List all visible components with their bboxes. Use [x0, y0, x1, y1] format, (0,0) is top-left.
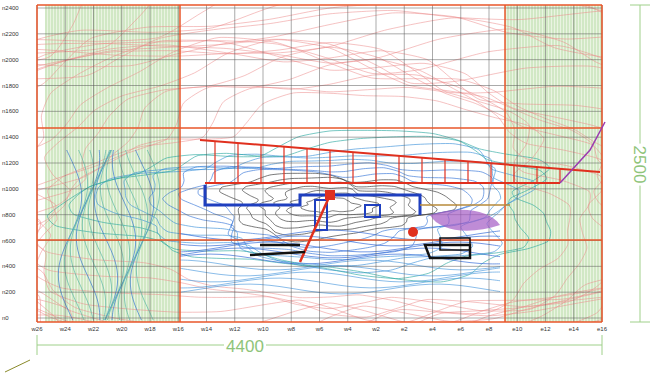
axis-label: w2 [372, 326, 380, 332]
axis-label: e8 [486, 326, 493, 332]
axis-label: e4 [429, 326, 436, 332]
axis-label: w10 [257, 326, 268, 332]
contour-lines [37, 5, 602, 322]
axis-label: e10 [512, 326, 522, 332]
axis-label: n1400 [2, 134, 19, 140]
dimension-label: 2500 [631, 143, 648, 185]
axis-label: w4 [344, 326, 352, 332]
axis-label: n1800 [2, 83, 19, 89]
axis-label: w6 [316, 326, 324, 332]
axis-label: e14 [569, 326, 579, 332]
axis-label: n1600 [2, 108, 19, 114]
mine-structures [200, 122, 605, 262]
axis-label: w18 [144, 326, 155, 332]
axis-label: n1200 [2, 160, 19, 166]
survey-line [5, 360, 30, 372]
axis-label: e2 [401, 326, 408, 332]
axis-label: w12 [229, 326, 240, 332]
axis-label: n200 [2, 289, 15, 295]
axis-label: w22 [88, 326, 99, 332]
axis-label: n600 [2, 238, 15, 244]
axis-label: n2200 [2, 31, 19, 37]
axis-label: n400 [2, 263, 15, 269]
axis-label: w8 [287, 326, 295, 332]
axis-label: w24 [60, 326, 71, 332]
axis-label: n0 [2, 315, 9, 321]
dimension-label: 4400 [224, 338, 266, 355]
axis-label: n2000 [2, 57, 19, 63]
axis-label: e16 [597, 326, 607, 332]
grid [37, 5, 602, 322]
axis-label: n2400 [2, 5, 19, 11]
axis-label: w16 [173, 326, 184, 332]
axis-label: e12 [540, 326, 550, 332]
axis-label: e6 [457, 326, 464, 332]
axis-label: n1000 [2, 186, 19, 192]
dimension-line [37, 5, 650, 355]
axis-label: w20 [116, 326, 127, 332]
axis-label: w26 [31, 326, 42, 332]
axis-label: w14 [201, 326, 212, 332]
green-band [45, 5, 602, 322]
axis-label: n800 [2, 212, 15, 218]
